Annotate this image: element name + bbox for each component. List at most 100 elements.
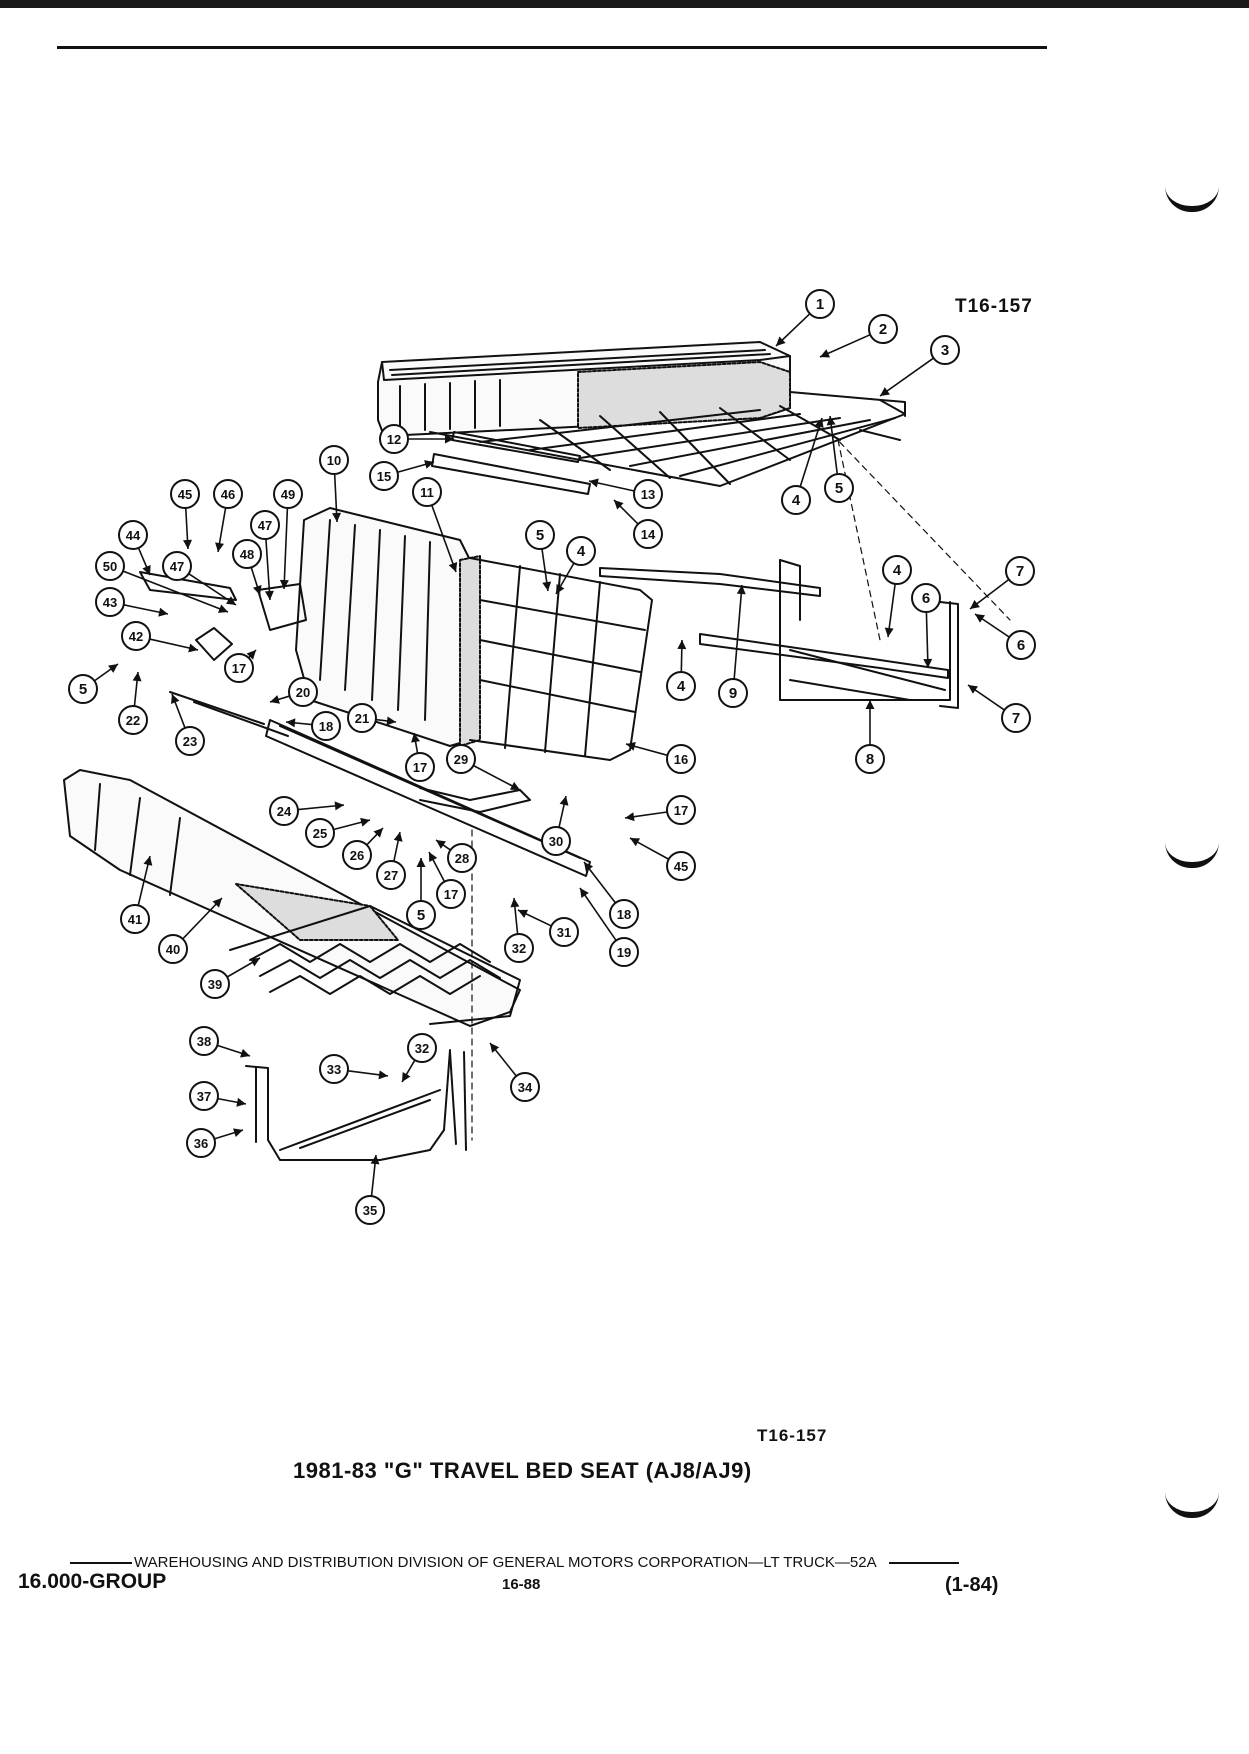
- seat-back: [295, 507, 481, 747]
- callout-number: 12: [387, 432, 401, 447]
- callout-leader: [188, 573, 237, 606]
- callout-8: 8: [855, 700, 885, 774]
- callout-circle: [376, 860, 406, 890]
- callout-arrowhead: [360, 817, 370, 827]
- callout-4: 4: [882, 555, 912, 638]
- callout-number: 17: [444, 887, 458, 902]
- callout-6: 6: [974, 613, 1036, 660]
- callout-circle: [566, 536, 596, 566]
- callout-5: 5: [68, 663, 119, 704]
- callout-number: 5: [417, 907, 425, 924]
- callout-number: 18: [617, 907, 631, 922]
- callout-arrowhead: [226, 596, 236, 605]
- callout-arrowhead: [286, 718, 296, 728]
- callout-42: 42: [121, 621, 199, 653]
- callout-arrowhead: [246, 650, 256, 660]
- callout-circle: [288, 677, 318, 707]
- callout-arrowhead: [132, 672, 142, 682]
- callout-number: 32: [512, 941, 526, 956]
- callout-circle: [666, 671, 696, 701]
- callout-circle: [369, 461, 399, 491]
- callout-arrowhead: [252, 585, 262, 595]
- callout-43: 43: [95, 587, 169, 617]
- callout-33: 33: [319, 1054, 389, 1084]
- callout-41: 41: [120, 855, 153, 934]
- callout-circle: [311, 711, 341, 741]
- callout-arrowhead: [865, 700, 875, 709]
- callout-leader: [879, 357, 935, 397]
- callout-arrowhead: [264, 590, 274, 600]
- callout-arrowhead: [386, 716, 396, 726]
- callout-leader: [733, 584, 743, 680]
- callout-number: 17: [232, 661, 246, 676]
- callout-26: 26: [342, 827, 384, 870]
- callout-circle: [224, 653, 254, 683]
- callout-number: 36: [194, 1136, 208, 1151]
- callout-circle: [1001, 703, 1031, 733]
- callout-circle: [930, 335, 960, 365]
- callout-number: 32: [415, 1041, 429, 1056]
- callout-23: 23: [171, 693, 205, 756]
- callout-circle: [200, 969, 230, 999]
- footer-page-number: 16-88: [502, 1576, 541, 1593]
- callout-circle: [95, 587, 125, 617]
- callout-arrowhead: [233, 1128, 243, 1137]
- callout-47: 47: [250, 510, 280, 601]
- callout-number: 45: [178, 487, 192, 502]
- callout-circle: [882, 555, 912, 585]
- callout-circle: [120, 904, 150, 934]
- callout-number: 6: [1017, 637, 1025, 654]
- callout-circle: [412, 477, 442, 507]
- callout-number: 41: [128, 912, 142, 927]
- callout-number: 45: [674, 859, 688, 874]
- callout-number: 1: [816, 296, 824, 313]
- callout-circle: [781, 485, 811, 515]
- callout-arrowhead: [334, 801, 344, 811]
- callout-arrowhead: [183, 539, 193, 549]
- callout-45: 45: [170, 479, 200, 550]
- callout-circle: [232, 539, 262, 569]
- callout-number: 4: [792, 492, 801, 509]
- callout-9: 9: [718, 584, 748, 708]
- callout-number: 27: [384, 868, 398, 883]
- callout-11: 11: [412, 477, 458, 573]
- callout-number: 18: [319, 719, 333, 734]
- callout-number: 11: [420, 485, 434, 500]
- callout-leader: [799, 417, 823, 487]
- callout-number: 37: [197, 1089, 211, 1104]
- callout-circle: [510, 1072, 540, 1102]
- callout-24: 24: [269, 796, 345, 826]
- callout-arrowhead: [677, 640, 687, 650]
- callout-number: 2: [879, 321, 887, 338]
- callout-arrowhead: [923, 658, 933, 668]
- callout-leader: [829, 415, 839, 475]
- callout-circle: [273, 479, 303, 509]
- callout-number: 39: [208, 977, 222, 992]
- callout-leader: [431, 504, 457, 573]
- callout-arrowhead: [776, 336, 786, 346]
- callout-arrowhead: [171, 694, 180, 705]
- callout-6: 6: [911, 583, 941, 669]
- callout-leader: [182, 897, 223, 940]
- callout-circle: [666, 851, 696, 881]
- callout-arrowhead: [826, 416, 836, 426]
- callout-circle: [213, 479, 243, 509]
- callout-circle: [342, 840, 372, 870]
- callout-22: 22: [118, 671, 148, 735]
- callout-37: 37: [189, 1081, 247, 1111]
- footer-distributor-line: WAREHOUSING AND DISTRIBUTION DIVISION OF…: [70, 1554, 961, 1571]
- callout-number: 49: [281, 487, 295, 502]
- side-frame: [779, 559, 959, 709]
- callout-number: 47: [258, 518, 272, 533]
- callout-leader: [819, 333, 871, 358]
- callout-number: 8: [866, 751, 874, 768]
- callout-7: 7: [967, 684, 1031, 733]
- callout-arrowhead: [448, 562, 458, 572]
- callout-number: 9: [729, 685, 737, 702]
- back-spring-frame: [469, 557, 653, 761]
- callout-5: 5: [525, 520, 555, 592]
- callout-number: 38: [197, 1034, 211, 1049]
- footer-group: 16.000-GROUP: [18, 1570, 167, 1593]
- callout-circle: [1006, 630, 1036, 660]
